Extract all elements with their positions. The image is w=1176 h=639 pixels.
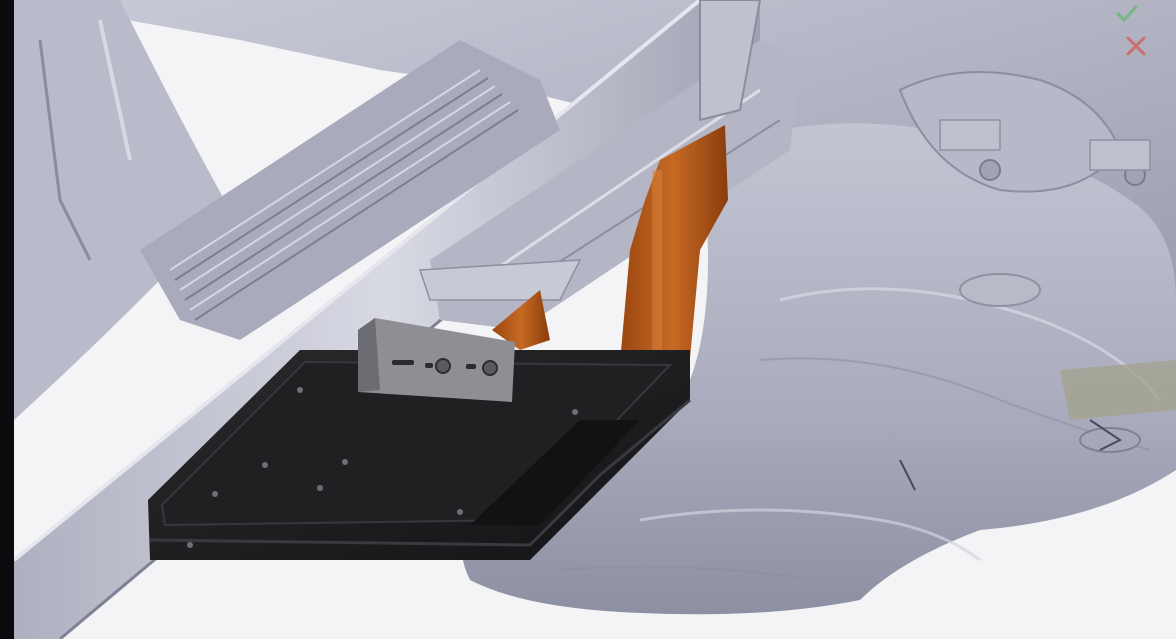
sill-box [140, 40, 560, 340]
grey-mounting-bracket [358, 318, 515, 402]
rear-crossmember [1060, 360, 1176, 420]
orange-hanger-bracket-front [492, 290, 550, 350]
floor-pan [14, 0, 1176, 330]
body-side-panel [14, 0, 230, 420]
close-icon[interactable] [1124, 34, 1148, 58]
orange-hanger-bracket-rear [618, 125, 728, 396]
checkmark-icon[interactable] [1116, 4, 1138, 24]
viewport-left-border [0, 0, 14, 639]
fuel-tank-shell [461, 123, 1176, 615]
confirmation-corner [1106, 4, 1146, 60]
